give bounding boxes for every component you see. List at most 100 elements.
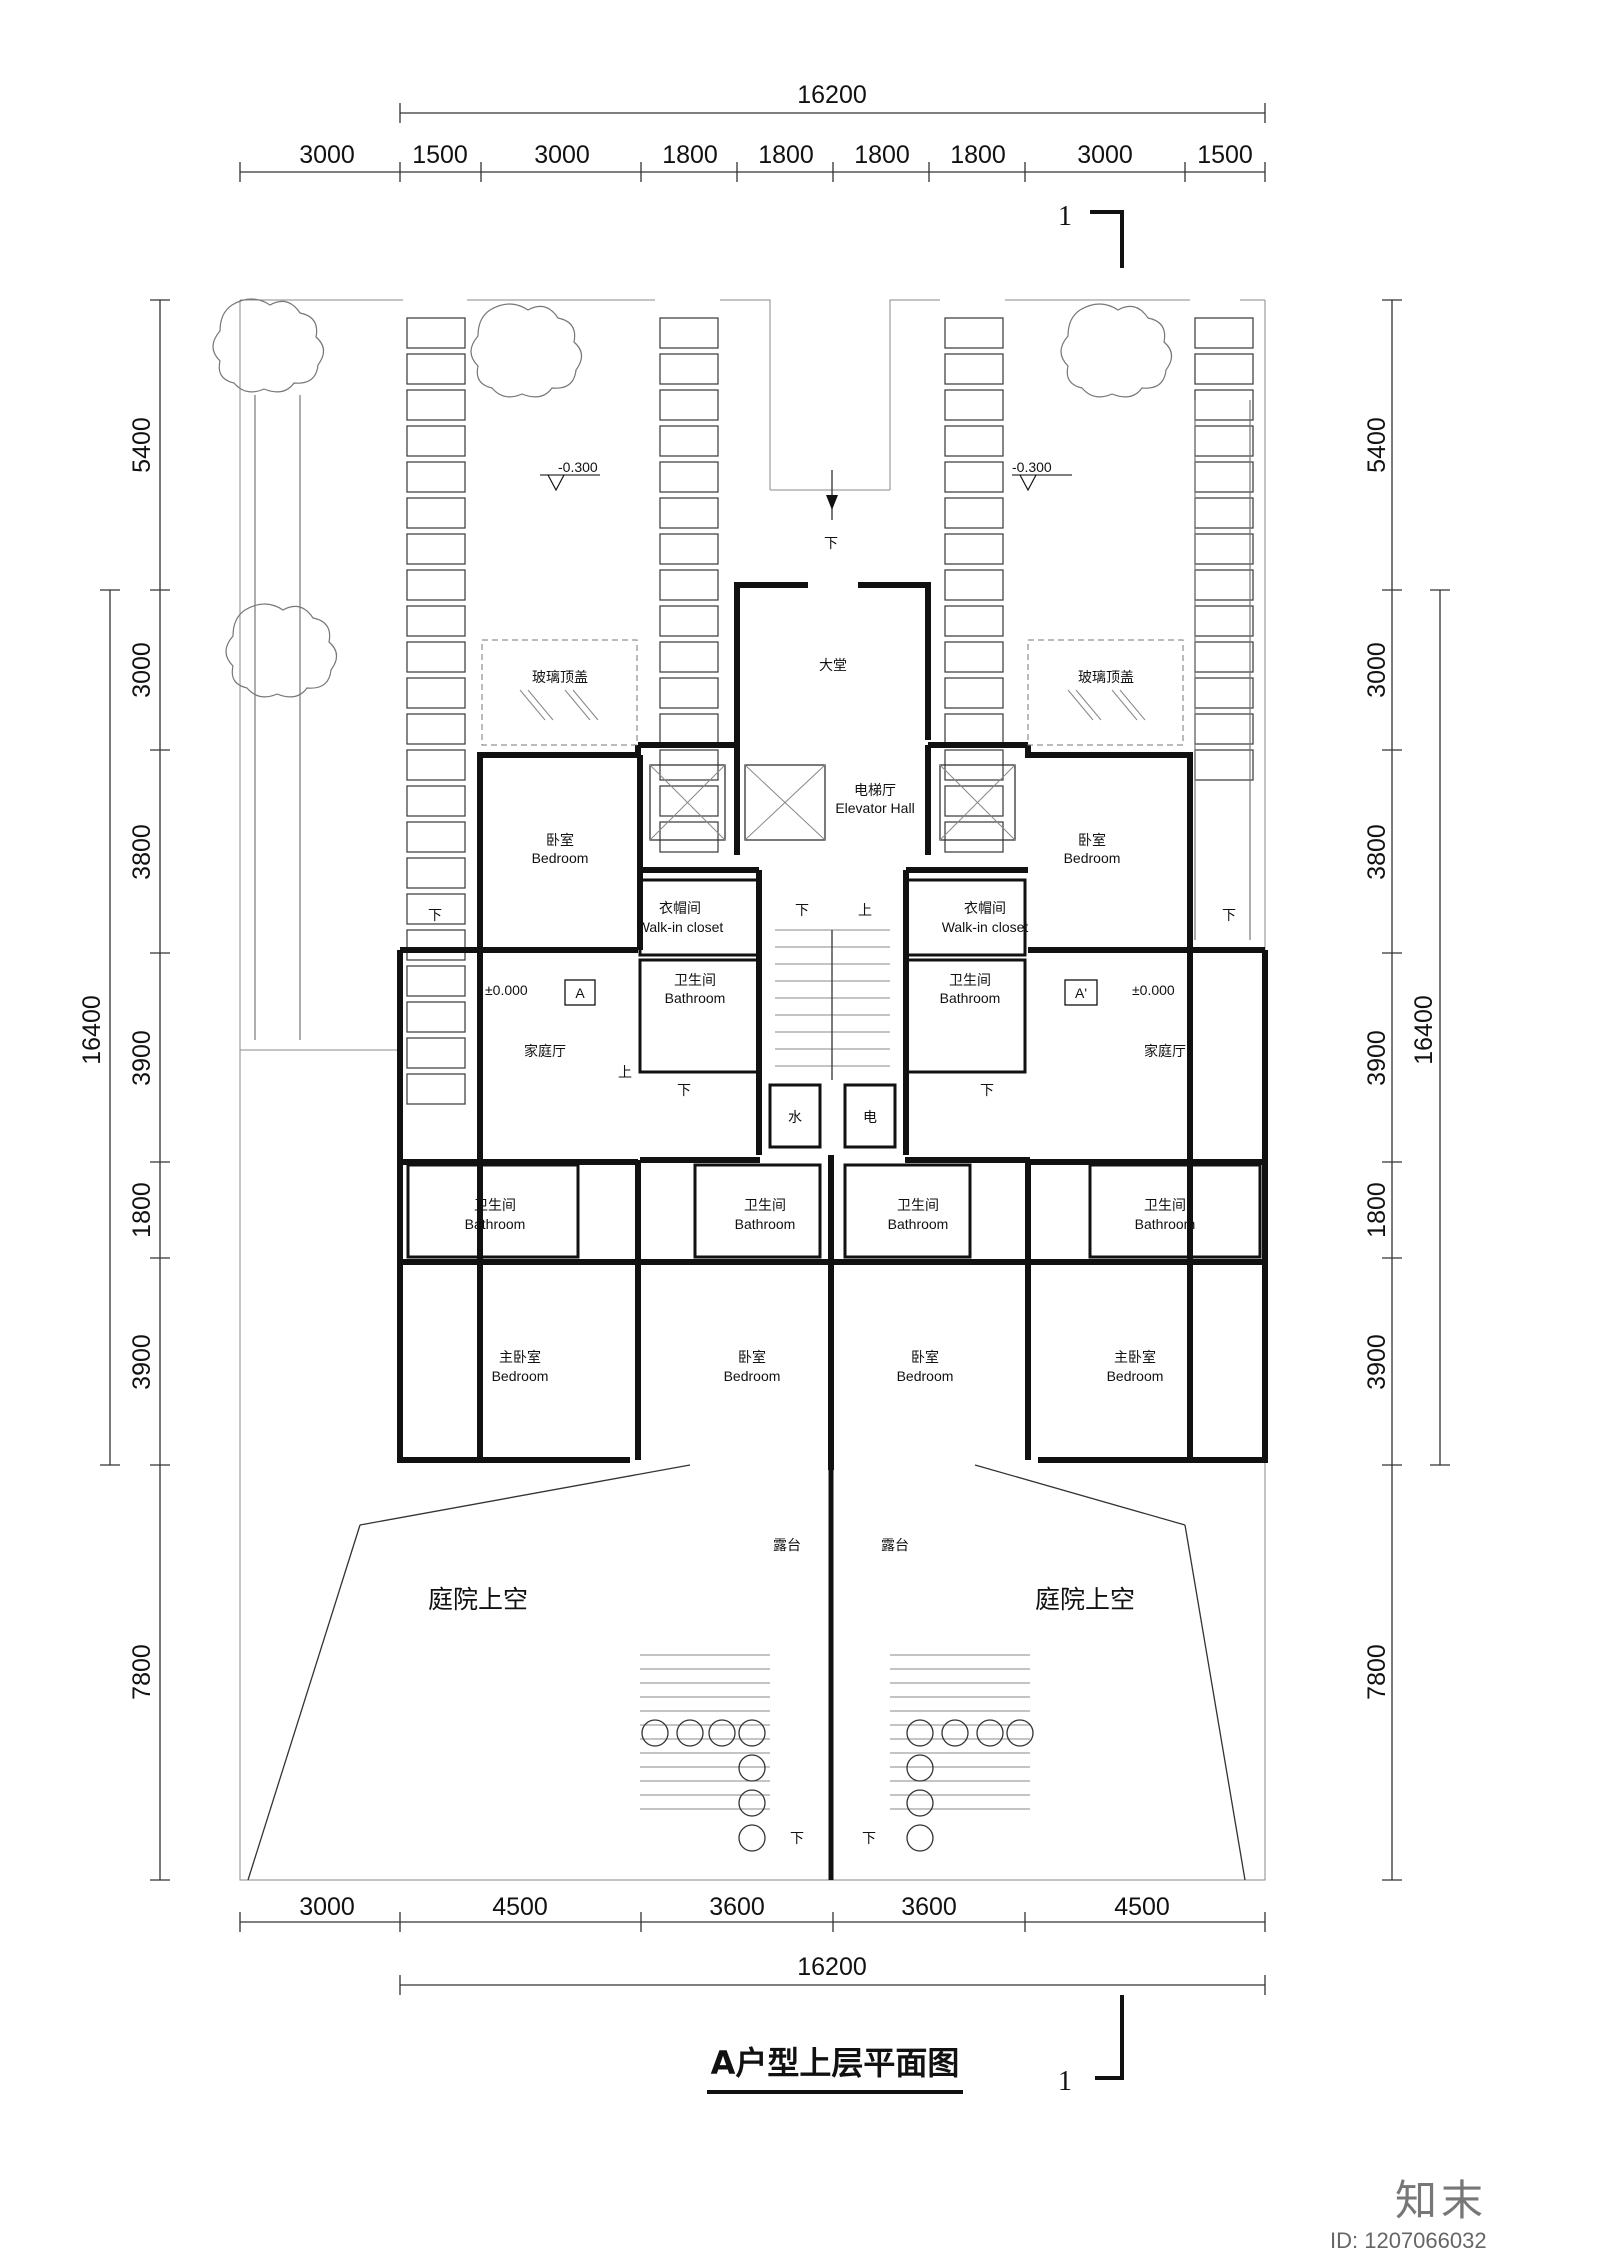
paver-stone [944,605,1004,637]
paver-stone [659,353,719,385]
paver-stone [944,785,1004,817]
svg-text:A: A [575,985,585,1001]
bathroom-label: 卫生间 [744,1198,786,1214]
paver-stone [659,497,719,529]
glass-roof-label: 玻璃顶盖 [532,669,588,686]
paver-stone [944,713,1004,745]
terrace-label: 露台 [773,1538,801,1554]
right-dimension: 1800 [1363,1182,1391,1238]
top-dimension: 1800 [854,141,910,169]
planter [738,1719,766,1747]
svg-text:1: 1 [1058,2066,1072,2097]
svg-text:1: 1 [1058,201,1072,232]
bathroom-label-en: Bathroom [940,990,1001,1006]
garden-pavers [406,317,1254,1105]
svg-text:下: 下 [1222,908,1236,924]
svg-text:-0.300: -0.300 [558,459,598,475]
bottom-total-dimension: 16200 [797,1953,867,1981]
bedroom-label-en: Bedroom [532,850,589,866]
paver-stone [944,821,1004,853]
svg-text:下: 下 [862,1831,876,1847]
courtyard-void-label: 庭院上空 [1035,1585,1135,1614]
paver-stone [659,461,719,493]
central-stair [775,929,890,1080]
right-total-dimension: 16400 [1410,995,1438,1065]
bathroom-label: 卫生间 [897,1198,939,1214]
planter [738,1754,766,1782]
master-bedroom-label-en: Bedroom [1107,1368,1164,1384]
paver-stone [659,713,719,745]
garden-trees [212,298,1251,1040]
top-dimension: 1800 [662,141,718,169]
bedroom-label: 卧室 [738,1349,766,1366]
top-total-dimension: 16200 [797,81,867,109]
unit-level-right: ±0.000 [1132,982,1175,998]
planter [641,1719,669,1747]
glass-roof-label: 玻璃顶盖 [1078,669,1134,686]
paver-stone [944,569,1004,601]
paver-stone [406,965,466,997]
bottom-dimension: 4500 [492,1893,548,1921]
svg-text:下: 下 [428,908,442,924]
paver-stone [406,785,466,817]
drawing-title: A户型上层平面图 [0,2038,1600,2094]
paver-stone [659,821,719,853]
paver-stone [406,1037,466,1069]
paver-stone [944,461,1004,493]
svg-text:-0.300: -0.300 [1012,459,1052,475]
paver-stone [944,317,1004,349]
bedroom-label: 卧室 [911,1349,939,1366]
master-bedroom-label-en: Bedroom [492,1368,549,1384]
left-dimension: 3000 [128,642,156,698]
paver-stone [659,533,719,565]
unit-tag-left: A [564,979,596,1006]
stair-notes: 下 上 上 下 下 下 下 下 下 [428,903,1236,1847]
planter [738,1824,766,1852]
left-dimension: 1800 [128,1182,156,1238]
entrance-arrow: 下 [824,470,838,552]
closet-label-en: Walk-in closet [942,919,1029,935]
bedroom-label: 卧室 [546,832,574,849]
planter [976,1719,1004,1747]
svg-text:±0.000: ±0.000 [1132,982,1175,998]
paver-stone [944,389,1004,421]
svg-text:A': A' [1075,985,1087,1001]
bathroom-label-en: Bathroom [465,1216,526,1232]
top-dimension: 1500 [1197,141,1253,169]
terrace-label: 露台 [881,1538,909,1554]
terrace-stairs [640,1654,1034,1852]
bedroom-label: 卧室 [1078,832,1106,849]
paver-stone [944,533,1004,565]
garden-level-left: -0.300 [540,459,600,492]
planter [906,1719,934,1747]
right-dimension: 3000 [1363,642,1391,698]
planter [906,1789,934,1817]
right-dimension: 3900 [1363,1030,1391,1086]
paver-stone [1194,677,1254,709]
bathroom-label-en: Bathroom [665,990,726,1006]
glass-roof-right [1027,639,1184,746]
courtyard-void-outline [247,1464,1246,1881]
section-marker-top: 1 [1058,201,1124,268]
right-dimension: 7800 [1363,1644,1391,1700]
paver-stone [944,425,1004,457]
paver-stone [406,353,466,385]
paver-stone [659,389,719,421]
unit-tag-right: A' [1064,979,1098,1006]
lobby-label: 大堂 [819,658,847,674]
paver-stone [406,929,466,961]
garden-level-right: -0.300 [1012,459,1072,492]
planter [676,1719,704,1747]
paver-stone [1194,713,1254,745]
bedroom-label-en: Bedroom [897,1368,954,1384]
dimension-lines [100,103,1450,1995]
dimension-labels: 16200 3000 1500 3000 1800 1800 1800 1800… [78,81,1438,1981]
paver-stone [406,425,466,457]
top-dimension: 1500 [412,141,468,169]
planter [1006,1719,1034,1747]
building-walls [397,582,1268,1880]
paver-stone [406,533,466,565]
closet-label-en: Walk-in closet [637,919,724,935]
paver-stone [406,605,466,637]
svg-text:下: 下 [677,1083,691,1099]
